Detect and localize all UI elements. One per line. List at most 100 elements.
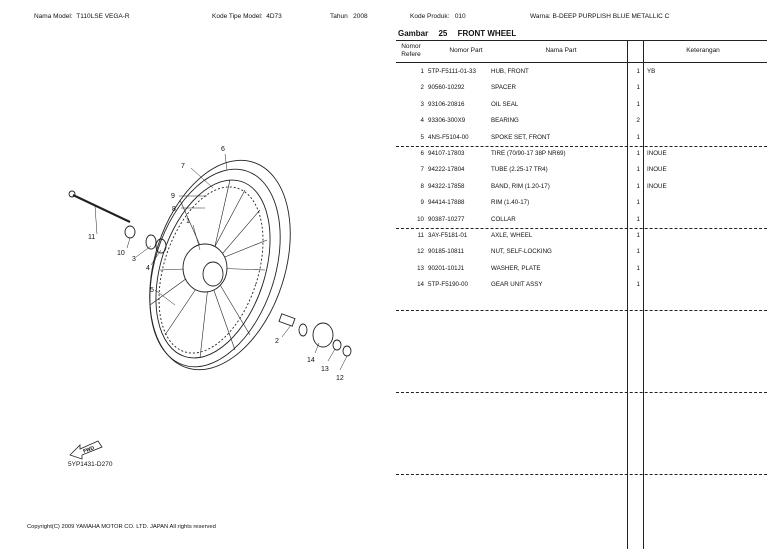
part-name: AXLE, WHEEL [491,232,533,239]
model-label: Nama Model: T110LSE VEGA-R [34,13,130,20]
table-header-border [396,62,767,63]
type-label: Kode Tipe Model: 4D73 [212,13,282,20]
tire-inner-drawing [149,168,281,368]
quantity: 1 [636,84,640,92]
quantity: 1 [636,248,640,256]
product-label: Kode Produk: 010 [410,13,466,20]
washer-drawing [332,339,342,351]
hub-center-drawing [202,261,224,287]
model-value: T110LSE VEGA-R [76,13,130,20]
callout-3: 3 [132,256,136,263]
quantity: 1 [636,264,640,272]
part-name: HUB, FRONT [491,68,529,75]
part-number: 90185-10811 [428,248,465,256]
part-number: 5TP-F5111-01-33 [428,68,476,75]
table-row: 12 90185-10811 NUT, SELF-LOCKING 1 [396,244,767,260]
remarks: YB [647,68,656,75]
figure-name: FRONT WHEEL [457,29,517,38]
callout-13: 13 [321,366,329,373]
type-value: 4D73 [266,13,282,20]
ref-number: 1 [420,68,424,75]
qty-column-left-border [627,40,628,549]
part-name: RIM (1.40-17) [491,199,530,207]
quantity: 1 [636,232,640,239]
product-value: 010 [454,13,466,20]
quantity: 1 [636,281,640,289]
table-top-border [396,40,767,41]
part-number: 93306-300X9 [428,117,466,125]
callout-8: 8 [172,206,176,213]
nut-drawing [342,345,352,357]
callout-11: 11 [88,234,95,241]
part-name: GEAR UNIT ASSY [491,281,543,289]
quantity: 1 [636,100,640,108]
leader-lines [94,153,348,371]
col-header-ref: Nomor Refere [401,43,421,58]
callout-10: 10 [117,250,125,257]
callout-9: 9 [171,193,175,200]
ref-number: 13 [417,264,424,272]
bearing-drawing [155,238,167,254]
front-wheel-diagram: 1 2 3 4 5 6 7 8 9 10 11 12 13 14 [68,146,352,382]
col-header-part: Nomor Part [449,47,483,54]
part-number: 94107-17803 [428,150,465,157]
quantity: 1 [636,199,640,207]
group-divider [396,392,767,393]
part-name: TUBE (2.25-17 TR4) [491,166,548,174]
callout-12: 12 [336,375,344,382]
fwd-label: FWD [82,445,95,455]
part-number: 5TP-F5190-00 [428,281,468,289]
copyright: Copyright(C) 2009 YAMAHA MOTOR CO. LTD. … [27,524,216,530]
year-value: 2008 [353,13,368,20]
color-label: Warna: B-DEEP PURPLISH BLUE METALLIC C [530,13,670,20]
part-name: COLLAR [491,215,516,223]
ref-number: 11 [417,232,424,239]
remarks: INOUE [647,182,667,190]
part-number: 94414-17888 [428,199,465,207]
part-name: BAND, RIM (1.20-17) [491,182,550,190]
group-divider [396,228,767,229]
bearing-right-drawing [298,323,308,337]
rim-holes-drawing [158,186,264,354]
ref-number: 14 [417,281,424,289]
tire-outer-drawing [149,159,291,371]
part-name: BEARING [491,117,519,125]
ref-number: 4 [420,117,424,125]
part-number: 94222-17804 [428,166,465,174]
part-name: WASHER, PLATE [491,264,541,272]
qty-column-right-border [643,40,644,549]
callout-7: 7 [181,163,185,170]
oil-seal-drawing [145,234,157,250]
callout-6: 6 [221,146,225,153]
group-divider [396,474,767,475]
diagram-code: 5YP1431-D270 [68,461,113,468]
part-number: 90387-10277 [428,215,465,223]
part-number: 94322-17858 [428,182,465,190]
quantity: 2 [636,117,640,125]
group-divider [396,146,767,147]
group-divider [396,310,767,311]
gear-unit-drawing [312,322,334,348]
ref-number: 5 [420,133,424,141]
table-row: 14 5TP-F5190-00 GEAR UNIT ASSY 1 [396,277,767,293]
hub-drawing [182,243,228,293]
spacer-drawing [278,313,296,327]
fwd-arrow-icon: FWD [69,440,103,460]
axle-drawing [72,194,131,223]
ref-number: 12 [417,248,424,256]
parts-table: Nomor Refere Nomor Part Nama Part Ketera… [396,40,767,550]
remarks: INOUE [647,166,667,174]
quantity: 1 [636,215,640,223]
callout-1: 1 [186,218,190,225]
part-name: NUT, SELF-LOCKING [491,248,552,256]
rim-drawing [155,179,271,359]
